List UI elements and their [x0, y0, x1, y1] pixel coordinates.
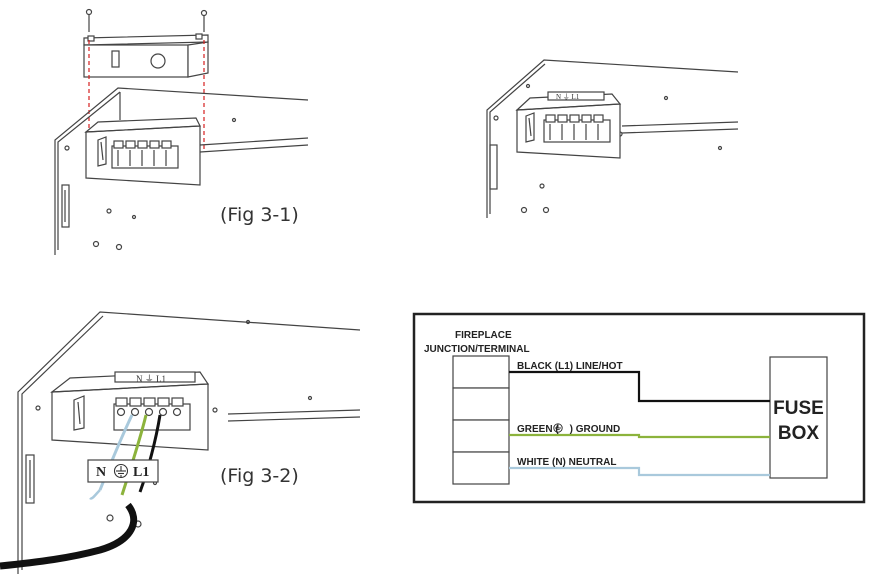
fireplace-label-line1: FIREPLACE: [455, 330, 512, 341]
green-wire-label: GREEN ( ) GROUND: [517, 424, 620, 435]
wiring-diagram: FIREPLACE JUNCTION/TERMINAL FUSE BOX BLA…: [412, 312, 866, 504]
cover-tag: N ⏚ L1: [556, 93, 580, 101]
tag-line-label: L1: [133, 465, 149, 480]
green-wire-label-suffix: ) GROUND: [570, 424, 621, 435]
fig-3-2-label: (Fig 3-2): [220, 465, 299, 487]
green-wire: [120, 414, 148, 496]
tag-neutral-label: N: [96, 465, 106, 480]
white-wire: [98, 414, 134, 491]
terminal-block: [111, 140, 179, 169]
black-wire-line: [509, 370, 770, 403]
junction-box: [84, 117, 201, 186]
terminal-block: [113, 397, 191, 431]
svg-text:N ⏚ L1: N ⏚ L1: [136, 374, 166, 384]
power-cord: [0, 502, 138, 570]
screw-icon: [85, 8, 93, 32]
fireplace-housing: [17, 311, 361, 574]
terminal-block: [543, 114, 611, 143]
white-wire-line: [509, 466, 770, 477]
green-wire-label-prefix: GREEN (: [517, 424, 559, 435]
black-wire: [138, 414, 162, 493]
fig-3-1-drawing: [54, 8, 309, 255]
white-wire-label: WHITE (N) NEUTRAL: [517, 457, 616, 468]
fireplace-housing: [486, 59, 739, 218]
fig-3-1-label: (Fig 3-1): [220, 204, 299, 226]
terminal-tag: N L1: [87, 459, 159, 483]
junction-cover-plate: [83, 33, 209, 78]
ground-symbol-icon: [553, 423, 563, 433]
ground-symbol-icon: [113, 463, 129, 479]
fireplace-terminal-block: [452, 355, 510, 485]
junction-box: N ⏚ L1: [50, 371, 210, 451]
fuse-box: [769, 356, 828, 479]
junction-box-covered: N ⏚ L1: [515, 91, 622, 159]
fuse-box-label-line2: BOX: [778, 423, 820, 444]
white-wire-lead: [89, 489, 101, 500]
fig-3-2-drawing: N ⏚ L1: [0, 311, 361, 574]
cover-installed-drawing: N ⏚ L1: [486, 59, 739, 218]
fireplace-label-line2: JUNCTION/TERMINAL: [424, 344, 530, 355]
black-wire-label: BLACK (L1) LINE/HOT: [517, 361, 623, 372]
green-wire-line: [509, 433, 770, 439]
svg-text:N ⏚ L1: N ⏚ L1: [556, 93, 580, 101]
screw-icon: [200, 9, 208, 32]
fireplace-housing: [54, 87, 309, 255]
fuse-box-label-line1: FUSE: [773, 398, 824, 419]
